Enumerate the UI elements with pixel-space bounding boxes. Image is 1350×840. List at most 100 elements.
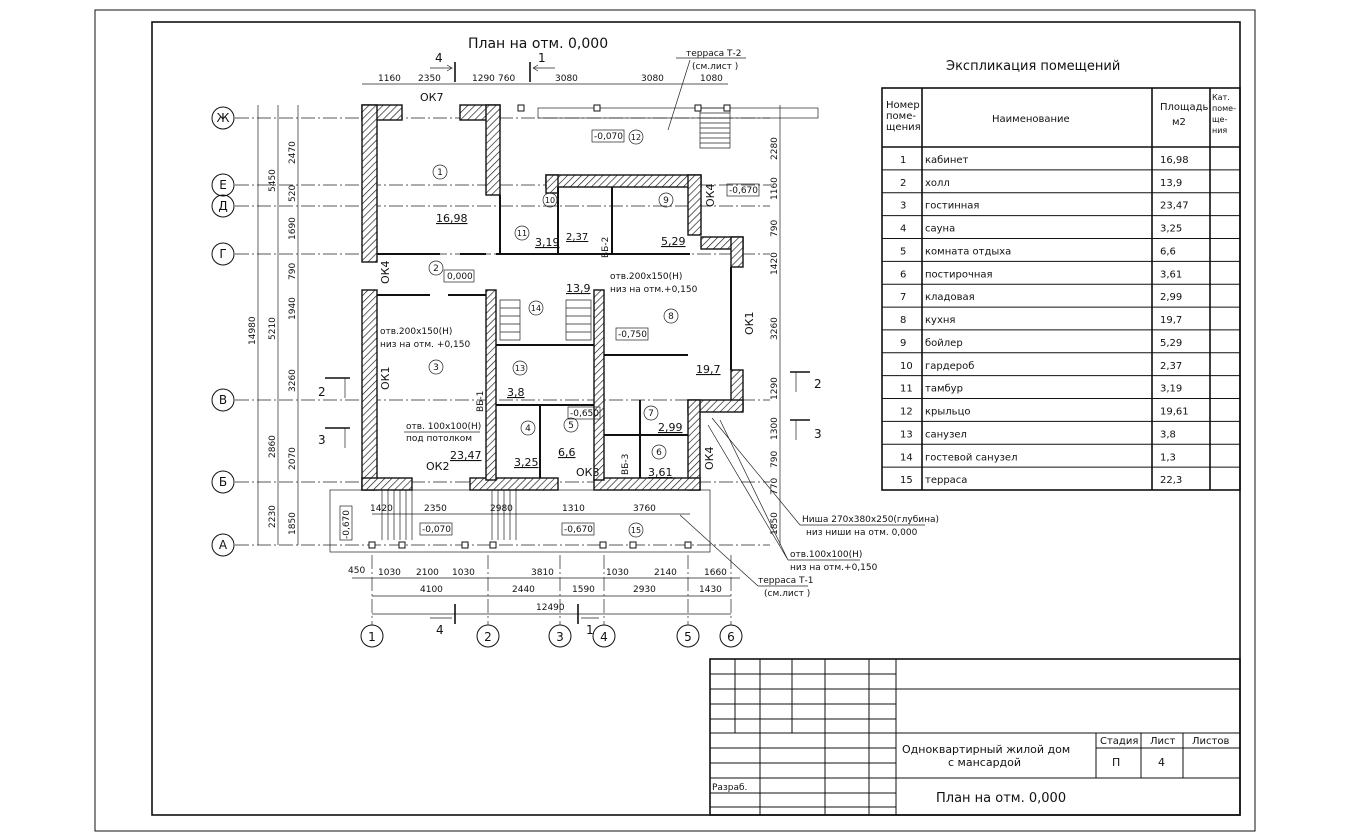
axis-bubble-v: В — [211, 388, 235, 412]
svg-text:ОК7: ОК7 — [420, 91, 443, 104]
svg-text:0,000: 0,000 — [447, 272, 473, 282]
svg-text:450: 450 — [348, 566, 365, 576]
room-number-cell: 12 — [900, 407, 913, 418]
section-marks: 4 1 2 3 2 3 4 1 — [318, 51, 822, 637]
svg-text:2: 2 — [484, 630, 492, 644]
axis-bubble-b: Б — [211, 470, 235, 494]
axis-bubble-3: 3 — [548, 624, 572, 648]
room-number-cell: 8 — [900, 315, 906, 326]
svg-text:-0,750: -0,750 — [618, 330, 647, 340]
svg-text:14: 14 — [531, 304, 541, 313]
svg-text:1660: 1660 — [704, 568, 727, 578]
svg-text:3,25: 3,25 — [514, 456, 539, 469]
axis-bubble-a: А — [211, 533, 235, 557]
level-marks: 0,000 -0,070 -0,670 -0,750 -0,650 -0,070… — [339, 129, 760, 541]
room-number-cell: 2 — [900, 178, 906, 189]
axis-bubble-d: Д — [211, 194, 235, 218]
stage-value: П — [1112, 756, 1120, 769]
room-number-cell: 13 — [900, 429, 913, 440]
room-marker-5: 5 — [563, 417, 579, 433]
svg-text:Экспликация помещений: Экспликация помещений — [946, 59, 1120, 74]
room-name-cell: холл — [925, 178, 950, 189]
svg-text:Ж: Ж — [217, 111, 230, 125]
room-name-cell: тамбур — [925, 384, 963, 395]
sheets-label: Листов — [1192, 736, 1229, 747]
terrace-t1-outline — [329, 489, 711, 553]
svg-text:ВБ-2: ВБ-2 — [601, 237, 611, 258]
room-areas: 16,98 13,9 23,47 3,25 6,6 3,61 2,99 19,7… — [436, 212, 721, 479]
svg-text:1080: 1080 — [700, 74, 723, 84]
svg-text:6: 6 — [727, 630, 735, 644]
svg-text:2070: 2070 — [288, 447, 298, 470]
svg-text:1: 1 — [437, 168, 443, 178]
svg-text:1310: 1310 — [562, 504, 585, 514]
svg-text:1030: 1030 — [452, 568, 475, 578]
svg-text:-0,670: -0,670 — [564, 525, 593, 535]
svg-text:12490: 12490 — [536, 603, 565, 613]
room-name-cell: постирочная — [925, 269, 993, 280]
room-number-cell: 14 — [900, 452, 913, 463]
svg-text:10: 10 — [545, 196, 555, 205]
svg-text:ОК3: ОК3 — [576, 466, 599, 479]
svg-text:2230: 2230 — [268, 505, 278, 528]
svg-text:2350: 2350 — [424, 504, 447, 514]
outer-frame — [94, 9, 1256, 832]
svg-text:1420: 1420 — [370, 504, 393, 514]
svg-text:1160: 1160 — [378, 74, 401, 84]
room-area-cell: 5,29 — [1160, 338, 1182, 349]
dim-chain-bottom: 450 1030 2100 1030 3810 1030 2140 1660 4… — [348, 566, 740, 615]
room-marker-10: 10 — [542, 192, 558, 208]
svg-text:8: 8 — [668, 312, 674, 322]
svg-text:5,29: 5,29 — [661, 235, 686, 248]
svg-text:790: 790 — [770, 451, 780, 468]
room-marker-6: 6 — [651, 444, 667, 460]
svg-text:ОК4: ОК4 — [704, 184, 717, 207]
svg-text:4100: 4100 — [420, 585, 443, 595]
interior-partitions — [377, 187, 732, 478]
svg-text:3,8: 3,8 — [507, 386, 525, 399]
svg-text:13: 13 — [515, 364, 525, 373]
room-marker-9: 9 — [658, 192, 674, 208]
svg-text:3260: 3260 — [770, 317, 780, 340]
room-name-cell: крыльцо — [925, 407, 971, 418]
svg-text:3810: 3810 — [531, 568, 554, 578]
room-area-cell: 3,8 — [1160, 429, 1176, 440]
svg-text:16,98: 16,98 — [436, 212, 468, 225]
svg-text:(см.лист ): (см.лист ) — [764, 589, 810, 599]
svg-text:(см.лист ): (см.лист ) — [692, 62, 738, 72]
svg-text:-0,070: -0,070 — [594, 132, 623, 142]
svg-text:1850: 1850 — [770, 512, 780, 535]
svg-text:790: 790 — [770, 220, 780, 237]
room-name-cell: терраса — [925, 475, 967, 486]
svg-text:19,7: 19,7 — [696, 363, 721, 376]
room-name-cell: кабинет — [925, 155, 969, 166]
svg-text:7: 7 — [648, 409, 654, 419]
room-name-cell: гостинная — [925, 201, 979, 212]
svg-text:1290: 1290 — [472, 74, 495, 84]
svg-text:2930: 2930 — [633, 585, 656, 595]
plan-title: План на отм. 0,000 — [468, 36, 608, 52]
header-name: Наименование — [992, 114, 1070, 125]
svg-text:2: 2 — [814, 377, 822, 391]
room-area-cell: 3,19 — [1160, 384, 1182, 395]
dim-chain-left: 2470 520 1690 790 1940 3260 2070 1850 54… — [248, 105, 299, 545]
svg-text:-0,670: -0,670 — [729, 186, 758, 196]
svg-text:Г: Г — [219, 247, 226, 261]
room-marker-1: 1 — [432, 164, 448, 180]
svg-text:4: 4 — [600, 630, 608, 644]
svg-text:2100: 2100 — [416, 568, 439, 578]
svg-text:3: 3 — [433, 363, 439, 373]
room-number-cell: 10 — [900, 361, 913, 372]
svg-text:Е: Е — [219, 178, 227, 192]
svg-text:2140: 2140 — [654, 568, 677, 578]
room-markers: 1 2 3 4 5 6 7 8 9 10 11 12 13 14 15 — [428, 129, 679, 538]
room-marker-13: 13 — [512, 360, 528, 376]
developer-label: Разраб. — [712, 783, 747, 793]
